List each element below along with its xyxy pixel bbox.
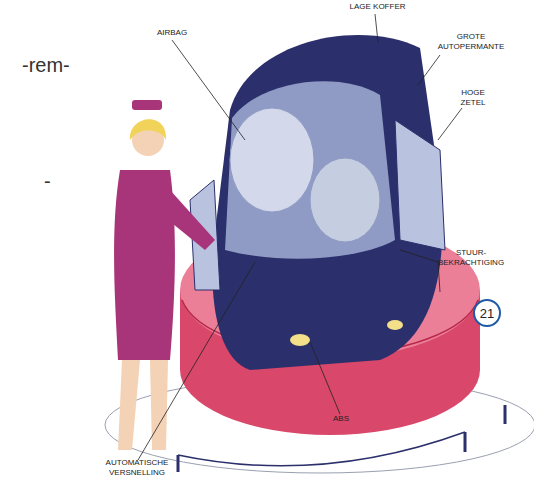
rope-post	[177, 455, 180, 472]
rope-post	[504, 405, 507, 424]
part-label: GROTE AUTOPERMANTE	[435, 32, 507, 53]
leader-line	[400, 250, 438, 262]
page-number: 21	[480, 306, 494, 321]
part-label: HOGE ZETEL	[452, 88, 494, 109]
leader-line	[172, 40, 245, 140]
leader-line	[438, 108, 462, 140]
windscreen	[225, 81, 395, 258]
headlight	[290, 334, 310, 346]
part-label: -rem-	[22, 52, 102, 78]
leader-line	[418, 55, 440, 85]
airbag	[310, 158, 380, 242]
hostess-legs	[118, 360, 168, 450]
open-door	[395, 120, 445, 250]
leader-lines	[138, 14, 462, 460]
part-label: LAGE KOFFER	[335, 2, 420, 12]
headlight	[387, 320, 403, 330]
rope-post	[464, 432, 467, 452]
hostess-hat	[132, 100, 162, 110]
hostess-arm	[162, 190, 215, 250]
part-label: ABS	[325, 414, 357, 424]
rope	[178, 432, 465, 466]
page-number-circle: 21	[473, 299, 501, 327]
leader-line	[310, 342, 340, 414]
hostess-hair	[130, 119, 166, 140]
part-label: AUTOMATISCHE VERSNELLING	[98, 458, 176, 479]
part-label: -	[44, 168, 64, 194]
part-label: STUUR- BEKRACHTIGING	[430, 248, 512, 269]
hostess-body	[114, 170, 175, 360]
leader-line	[375, 14, 378, 42]
leader-line	[138, 262, 255, 460]
airbag	[230, 108, 314, 212]
part-label: AIRBAG	[142, 28, 202, 38]
